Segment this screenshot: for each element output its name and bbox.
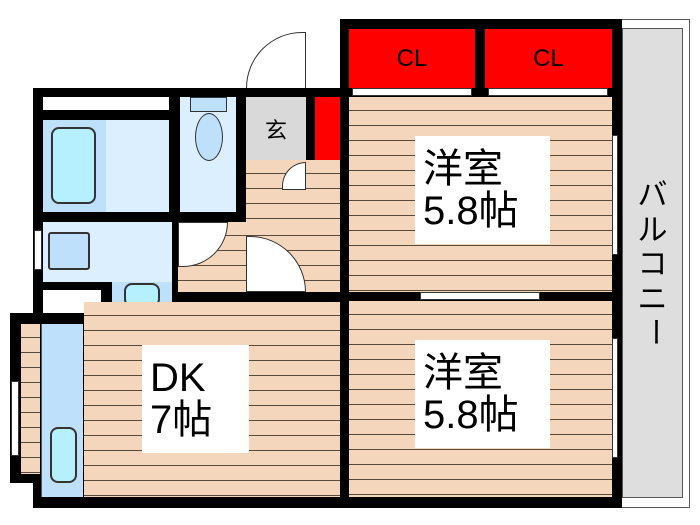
closet-label: CL [396,44,428,72]
closet-2: CL [485,29,612,88]
closet-door-1[interactable] [352,88,472,96]
bathroom-wash-area [106,120,169,212]
balcony-char: コ [637,248,668,281]
toilet-bowl [195,113,223,161]
entrance-label: 玄 [264,117,287,143]
dining-kitchen-label: DK 7帖 [142,345,249,453]
sliding-door-bedrooms[interactable] [420,292,540,300]
balcony-char: ニ [637,282,668,316]
closet-label: CL [533,44,564,72]
room-name: DK [150,356,206,400]
washing-machine [48,232,90,270]
balcony-window-1[interactable] [612,135,618,255]
room-size: 5.8帖 [423,189,519,233]
washroom-window[interactable] [34,230,42,270]
room-size: 5.8帖 [423,393,519,437]
room-name: 洋室 [423,351,503,395]
dk-alcove [21,324,40,474]
balcony-char: ル [637,213,668,247]
bathtub [51,127,96,204]
dining-kitchen [84,302,340,497]
dk-window[interactable] [11,381,19,456]
western-room-1-label: 洋室 5.8帖 [415,136,550,244]
front-door[interactable] [246,32,306,88]
closet-door-2[interactable] [488,88,608,96]
balcony-window-2[interactable] [612,338,618,458]
kitchen-sink [50,427,77,483]
balcony-char: ー [636,317,670,347]
room-name: 洋室 [423,147,503,191]
room-size: 7帖 [150,398,213,442]
washroom-door[interactable] [178,222,228,267]
balcony-char: バ [637,179,668,212]
storage-shelf [43,97,169,110]
toilet-tank [190,97,227,112]
entrance: 玄 [246,97,306,160]
western-room-2-label: 洋室 5.8帖 [415,340,550,448]
closet-1: CL [349,29,475,88]
balcony: バ ル コ ニ ー [622,28,683,498]
